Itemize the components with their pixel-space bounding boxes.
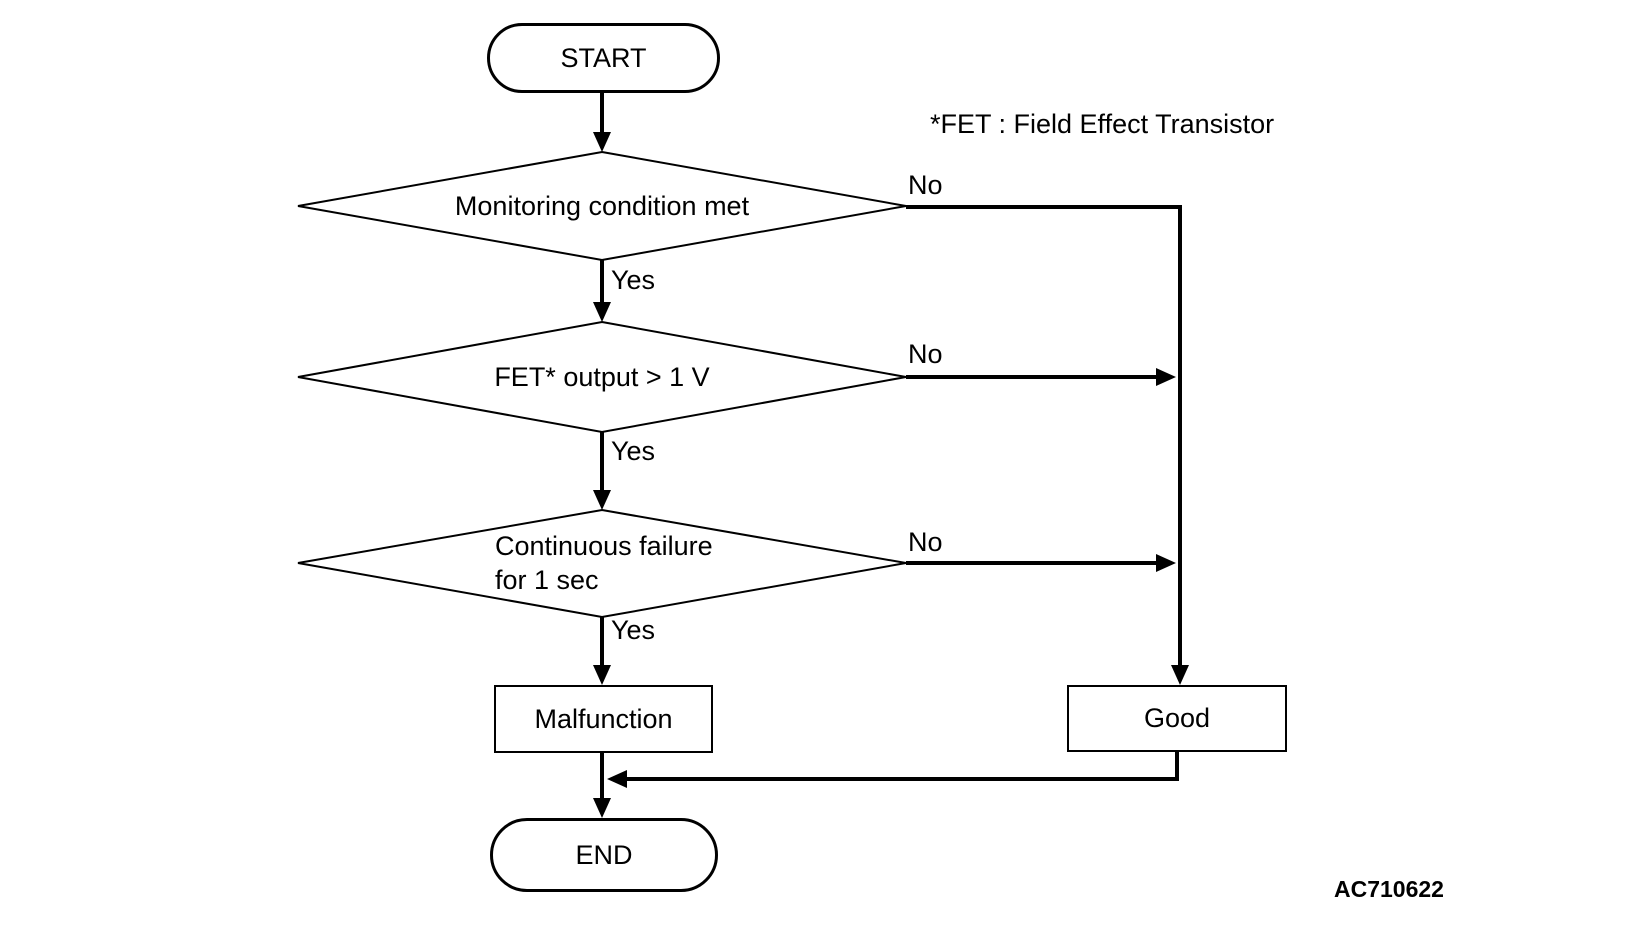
start-label: START (560, 42, 647, 73)
decision-continuous-failure-line2: for 1 sec (495, 565, 599, 595)
arrowhead-into-good (1171, 665, 1189, 685)
connector-good-to-end-junction (627, 752, 1179, 781)
decision-diamond-continuous-failure (297, 508, 907, 619)
edge-label-no-3: No (908, 527, 943, 557)
arrowhead-into-malfunction (593, 665, 611, 685)
good-label: Good (1143, 703, 1211, 733)
edge-label-no-1: No (908, 170, 943, 200)
arrowhead-decision3-no (1156, 554, 1176, 572)
edge-label-yes-3: Yes (611, 615, 656, 645)
arrowhead-into-decision3 (593, 490, 611, 510)
decision-continuous-failure-label: Continuous failure for 1 sec (495, 529, 713, 597)
edge-label-yes-2: Yes (611, 436, 656, 466)
end-label: END (575, 839, 633, 870)
arrowhead-into-decision2 (593, 302, 611, 322)
decision-diamond-fet-output (297, 320, 907, 434)
fet-annotation: *FET : Field Effect Transistor (930, 109, 1275, 139)
figure-code: AC710622 (1334, 876, 1444, 902)
malfunction-label: Malfunction (534, 703, 673, 734)
arrowhead-decision2-no (1156, 368, 1176, 386)
edge-label-no-2: No (908, 339, 943, 369)
malfunction-node: Malfunction (494, 685, 713, 753)
good-node: Good (1067, 685, 1287, 752)
edge-label-yes-1: Yes (611, 265, 656, 295)
decision-continuous-failure-line1: Continuous failure (495, 531, 713, 561)
connector-decision1-no-to-good (906, 205, 1182, 665)
start-node: START (487, 23, 720, 93)
arrowhead-into-end (593, 798, 611, 818)
arrowhead-into-decision1 (593, 132, 611, 152)
decision-monitoring-label: Monitoring condition met (454, 191, 750, 221)
end-node: END (490, 818, 718, 892)
decision-fet-output-label: FET* output > 1 V (494, 362, 710, 392)
decision-diamond-monitoring (297, 150, 907, 262)
arrowhead-good-return (607, 770, 627, 788)
